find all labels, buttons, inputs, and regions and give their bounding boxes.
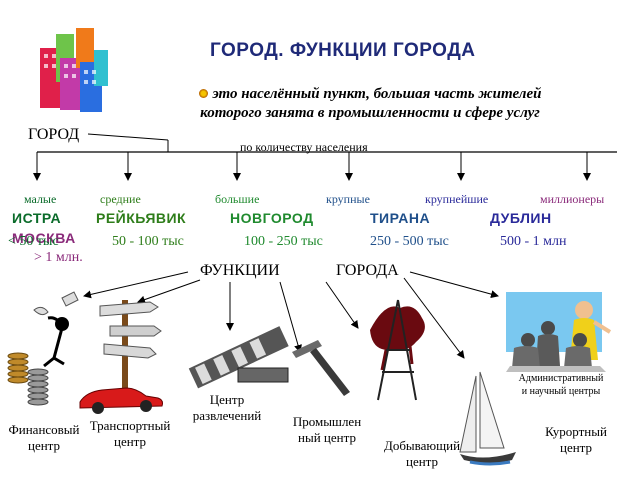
function-admin-line-2: и научный центры bbox=[521, 386, 601, 397]
function-mining-line-1: Добывающий bbox=[383, 438, 461, 453]
meeting-icon bbox=[506, 292, 612, 372]
size-small: малые bbox=[24, 192, 57, 206]
function-resort-line-1: Курортный bbox=[545, 424, 607, 439]
buildings-icon bbox=[40, 28, 108, 112]
oil-tower-icon bbox=[370, 299, 425, 401]
range-millionaires: > 1 млн. bbox=[34, 250, 83, 265]
range-biggest: 500 - 1 млн bbox=[500, 234, 567, 249]
hammer-icon bbox=[292, 340, 350, 396]
function-industrial-line-2: ный центр bbox=[298, 430, 356, 445]
functions-heading-city: ГОРОДА bbox=[336, 262, 399, 279]
function-industrial: Промышлен ный центр bbox=[282, 414, 372, 446]
range-large: 100 - 250 тыс bbox=[244, 234, 323, 249]
city-label: ГОРОД bbox=[28, 126, 80, 143]
page-title: ГОРОД. ФУНКЦИИ ГОРОДА bbox=[210, 40, 476, 61]
sailboat-icon bbox=[459, 371, 516, 466]
size-large: большие bbox=[215, 192, 260, 206]
function-entertainment-line-1: Центр bbox=[209, 392, 245, 407]
function-mining-line-2: центр bbox=[405, 454, 439, 469]
size-big: крупные bbox=[326, 192, 370, 206]
size-medium: средние bbox=[100, 192, 141, 206]
size-millionaires: миллионеры bbox=[540, 192, 605, 206]
size-biggest: крупнейшие bbox=[425, 192, 489, 206]
city-millionaires: МОСКВА bbox=[12, 230, 76, 246]
function-financial-line-2: центр bbox=[27, 438, 61, 453]
clapperboard-icon bbox=[188, 326, 289, 389]
city-biggest: ДУБЛИН bbox=[490, 210, 552, 226]
definition-line-2: которого занята в промышленности и сфере… bbox=[200, 105, 540, 121]
signpost-icon bbox=[99, 300, 162, 396]
function-admin: Административный и научный центры bbox=[506, 372, 616, 398]
range-big: 250 - 500 тыс bbox=[370, 234, 449, 249]
function-resort: Курортный центр bbox=[534, 424, 618, 456]
city-large: НОВГОРОД bbox=[230, 210, 314, 226]
car-icon bbox=[79, 387, 163, 414]
range-small: < 50 тыс bbox=[8, 234, 59, 249]
function-financial-line-1: Финансовый bbox=[8, 422, 80, 437]
city-definition: это населённый пункт, большая часть жите… bbox=[160, 85, 580, 123]
city-medium: РЕЙКЬЯВИК bbox=[96, 210, 187, 226]
bullet-icon bbox=[198, 89, 208, 98]
function-industrial-line-1: Промышлен bbox=[292, 414, 362, 429]
function-transport-line-1: Транспортный bbox=[89, 418, 171, 433]
function-transport: Транспортный центр bbox=[82, 418, 178, 450]
function-mining: Добывающий центр bbox=[374, 438, 470, 470]
function-financial: Финансовый центр bbox=[2, 422, 86, 454]
population-label: по количеству населения bbox=[240, 140, 368, 154]
functions-heading: ФУНКЦИИ bbox=[200, 262, 280, 279]
function-admin-line-1: Административный bbox=[518, 373, 604, 384]
function-resort-line-2: центр bbox=[559, 440, 593, 455]
money-icon bbox=[7, 291, 79, 406]
function-entertainment-line-2: развлечений bbox=[192, 408, 262, 423]
range-medium: 50 - 100 тыс bbox=[112, 234, 184, 249]
definition-line-1: это населённый пункт, большая часть жите… bbox=[212, 86, 542, 102]
city-small: ИСТРА bbox=[12, 210, 62, 226]
function-entertainment: Центр развлечений bbox=[182, 392, 272, 424]
function-transport-line-2: центр bbox=[113, 434, 147, 449]
city-big: ТИРАНА bbox=[370, 210, 431, 226]
